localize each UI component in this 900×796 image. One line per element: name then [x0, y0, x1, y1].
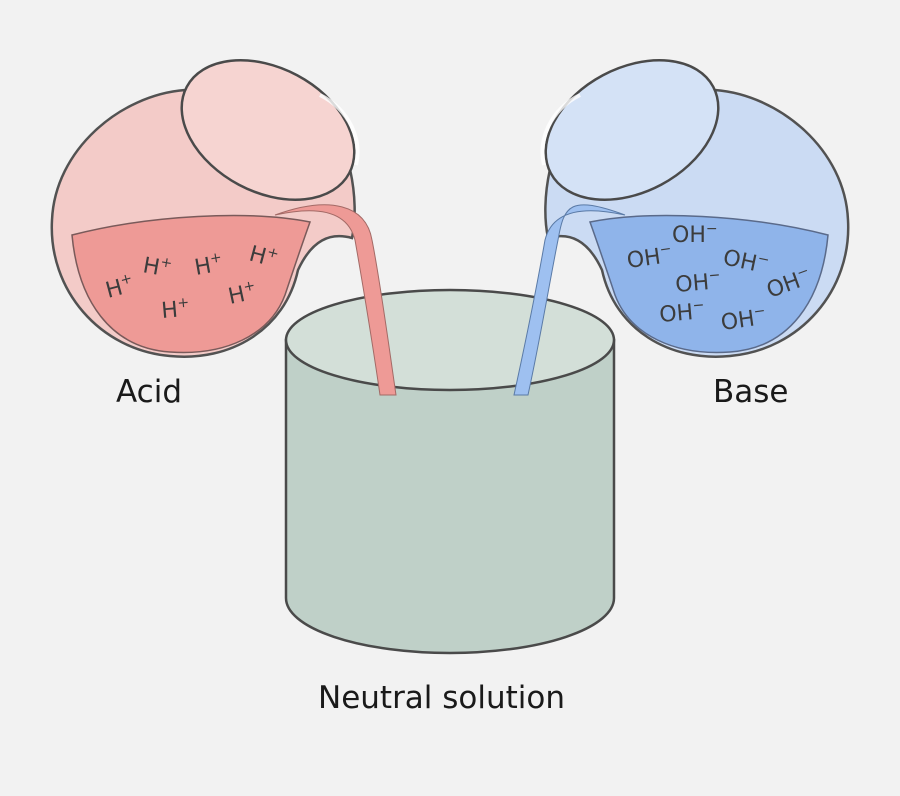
base-pitcher-mouth: [544, 59, 720, 201]
base-ion: OH−: [625, 241, 674, 274]
base-ion: OH−: [672, 221, 718, 248]
acid-ion: H+: [226, 278, 259, 310]
acid-pitcher: [50, 59, 397, 396]
acid-ion: H+: [160, 295, 191, 324]
acid-stream: [274, 204, 397, 396]
acid-pitcher-liquid: [71, 214, 311, 354]
acid-pitcher-highlight: [319, 93, 360, 166]
acid-ion: H+: [103, 270, 137, 303]
neutral-beaker: [284, 288, 616, 655]
acid-ion: H+: [246, 240, 280, 273]
base-ion: OH−: [658, 297, 706, 328]
base-pitcher-highlight: [540, 93, 581, 166]
beaker-rim: [284, 288, 616, 392]
acid-label: Acid: [116, 374, 182, 410]
base-ion: OH−: [721, 243, 771, 279]
acid-ions: H+ H+ H+ H+ H+ H+: [103, 240, 281, 324]
base-pitcher-liquid: [589, 214, 829, 354]
neutral-solution-label: Neutral solution: [318, 680, 566, 716]
base-label: Base: [713, 374, 789, 410]
acid-ion: H+: [192, 249, 225, 281]
beaker-body: [284, 338, 616, 655]
base-stream: [513, 204, 626, 396]
acid-pitcher-mouth: [180, 59, 356, 201]
base-ion: OH−: [674, 267, 722, 298]
base-pitcher: [513, 59, 850, 396]
base-ion: OH−: [719, 303, 768, 336]
acid-ion: H+: [141, 251, 174, 283]
